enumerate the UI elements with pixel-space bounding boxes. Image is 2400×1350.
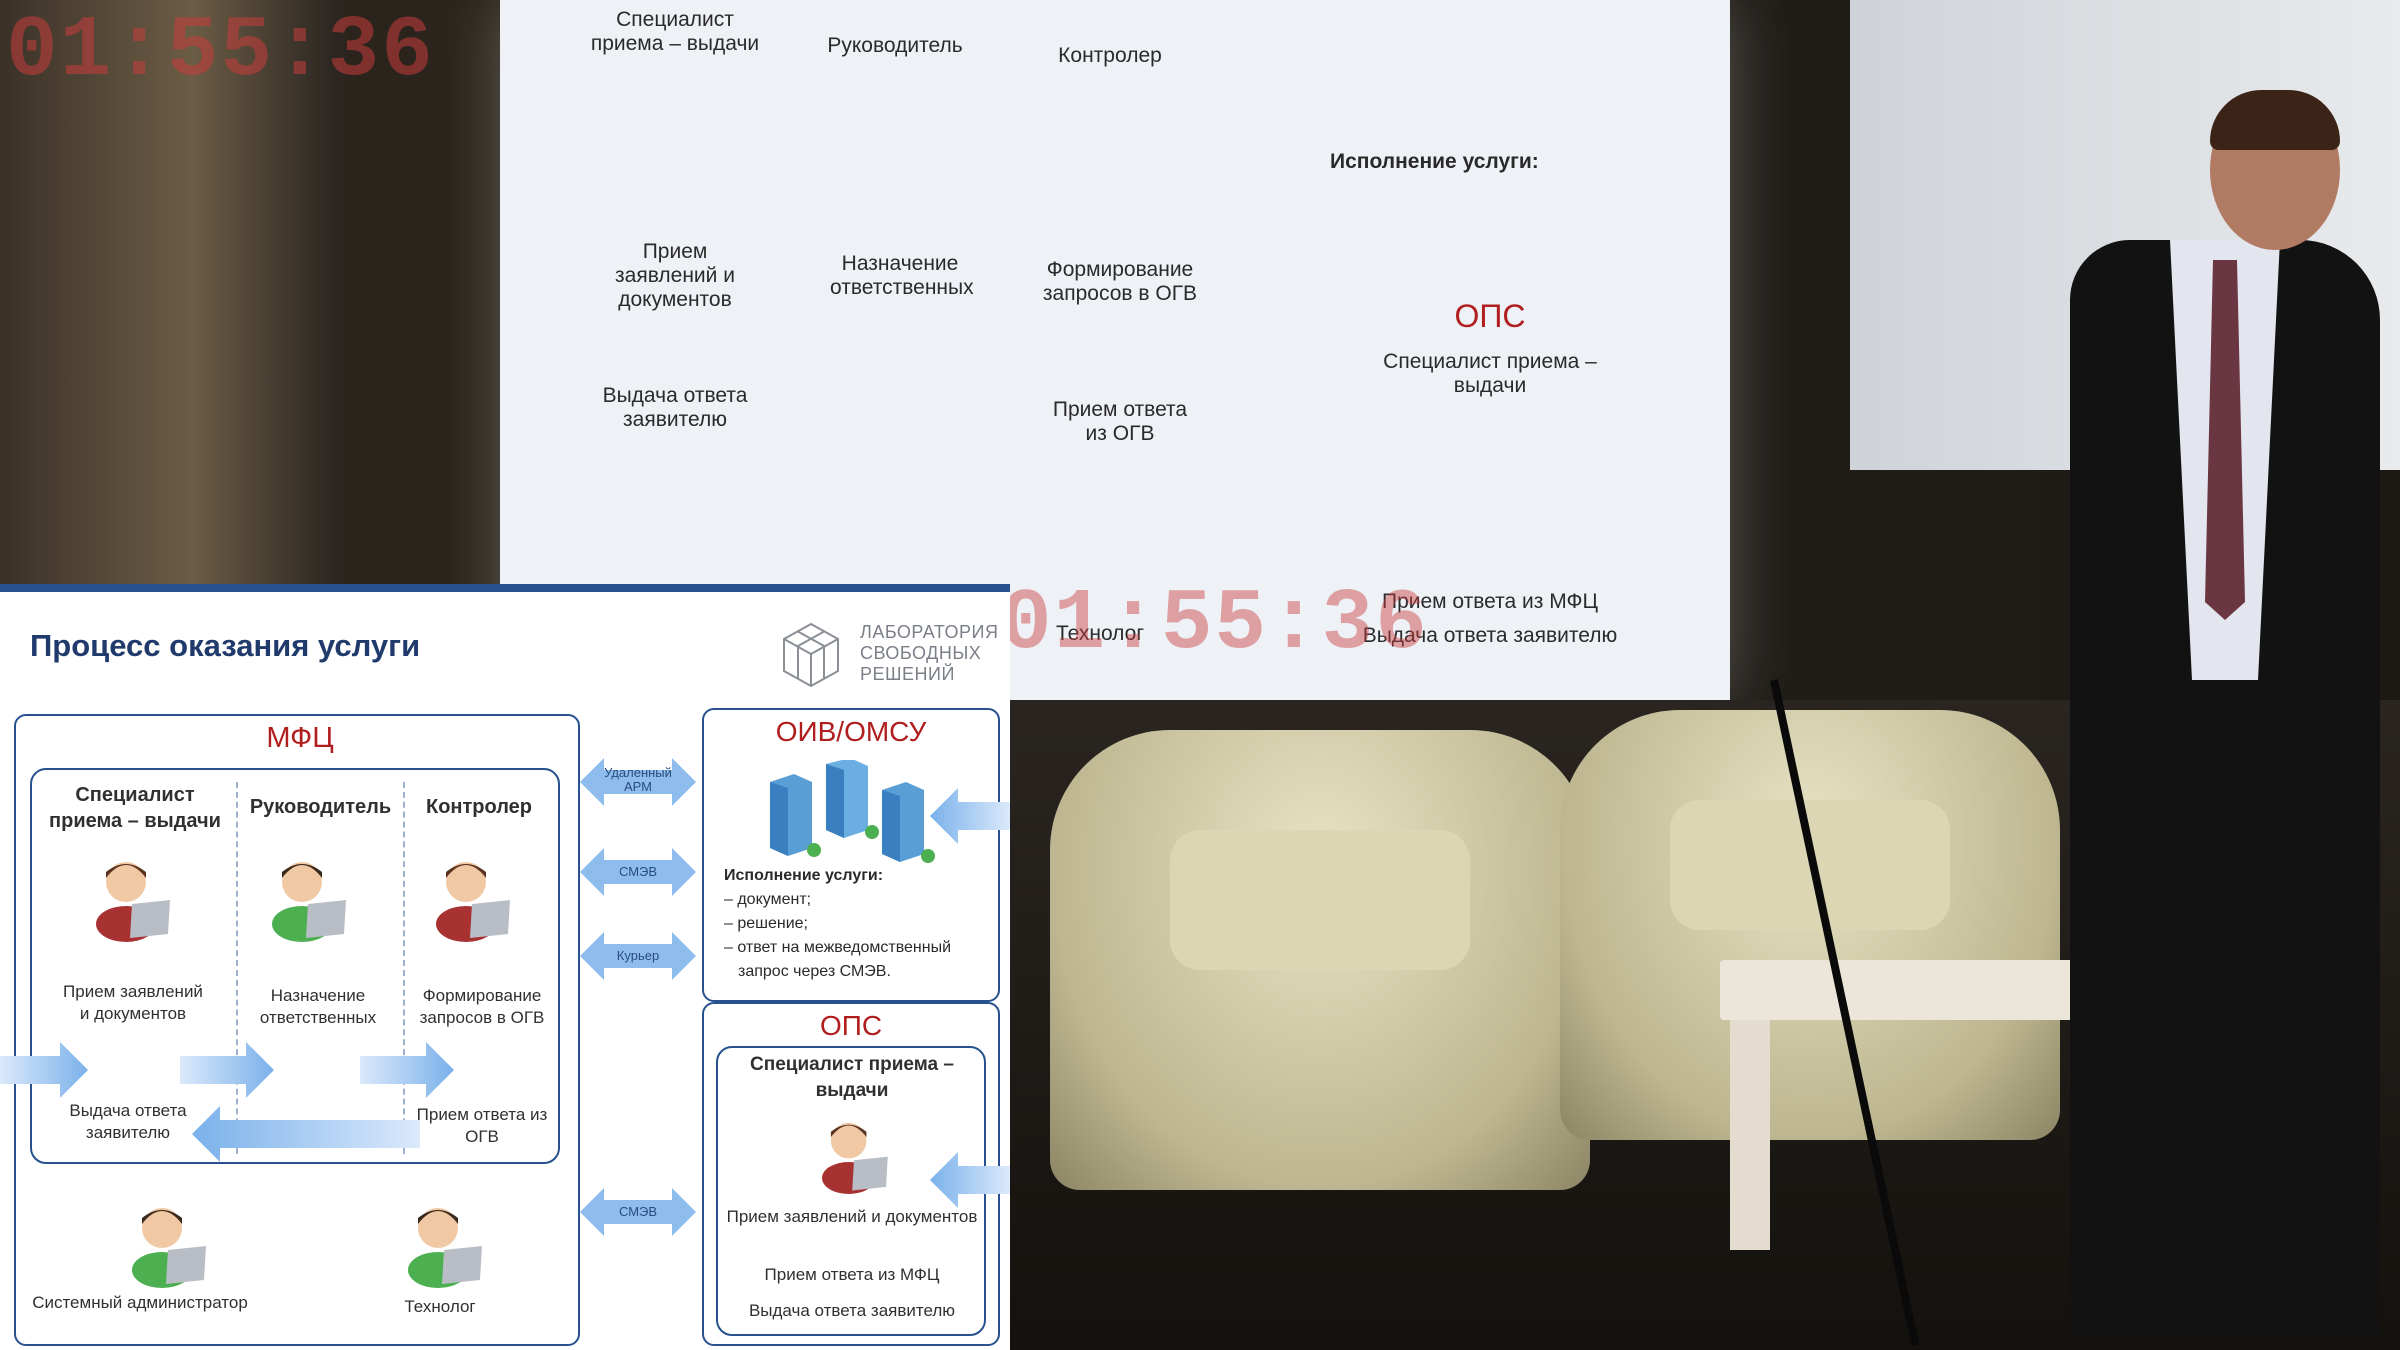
proj-caption-1: Прием заявлений и документов bbox=[615, 240, 735, 311]
proj-technologist: Технолог bbox=[1055, 622, 1144, 645]
double-arrow-icon bbox=[580, 848, 696, 896]
link-courier: Курьер bbox=[616, 948, 660, 963]
proj-ops-role: Специалист приема – выдачи bbox=[1383, 350, 1597, 397]
arrow-left-icon bbox=[192, 1106, 420, 1162]
caption-sysadmin: Системный администратор bbox=[32, 1293, 248, 1312]
person-red-laptop-icon bbox=[96, 862, 170, 942]
proj-role-1: Специалист приема – выдачи bbox=[590, 8, 760, 55]
mfc-title: МФЦ bbox=[266, 722, 334, 754]
arrow-right-icon bbox=[0, 1042, 88, 1098]
caption-issue: Выдача ответа заявителю bbox=[69, 1101, 187, 1142]
oiv-item: запрос через СМЭВ. bbox=[738, 963, 891, 980]
armchair-right bbox=[1560, 710, 2060, 1140]
caption-reception: Прием заявлений и документов bbox=[63, 982, 203, 1023]
slide-inset: Процесс оказания услуги ЛАБОРАТОРИЯ СВОБ… bbox=[0, 584, 1010, 1350]
column-divider bbox=[403, 782, 405, 1154]
ops-caption-answer: Прием ответа из МФЦ bbox=[764, 1265, 940, 1284]
caption-requests: Формирование запросов в ОГВ bbox=[419, 986, 545, 1027]
link-smev-ops: СМЭВ bbox=[618, 1204, 658, 1219]
link-smev: СМЭВ bbox=[618, 864, 658, 879]
caption-assign: Назначение ответственных bbox=[259, 986, 377, 1027]
role-manager: Руководитель bbox=[249, 796, 392, 818]
lab-logo: ЛАБОРАТОРИЯ СВОБОДНЫХ РЕШЕНИЙ bbox=[780, 620, 998, 690]
oiv-item: – ответ на межведомственный bbox=[724, 939, 952, 956]
ops-caption-issue: Выдача ответа заявителю bbox=[748, 1301, 956, 1320]
proj-caption-4: Выдача ответа заявителю bbox=[602, 384, 748, 431]
projector-screen: Специалист приема – выдачи Руководитель … bbox=[500, 0, 1730, 700]
speaker bbox=[2050, 90, 2380, 1340]
role-specialist: Специалист приема – выдачи bbox=[49, 784, 221, 832]
proj-ops-caption-2: Прием ответа из МФЦ bbox=[1381, 590, 1599, 613]
logo-line-3: РЕШЕНИЙ bbox=[860, 664, 955, 684]
proj-caption-3: Формирование запросов в ОГВ bbox=[1042, 258, 1198, 305]
cube-logo-icon bbox=[783, 622, 839, 688]
proj-ops-caption-3: Выдача ответа заявителю bbox=[1362, 624, 1618, 647]
proj-oiv-heading: Исполнение услуги: bbox=[1330, 150, 1539, 173]
arrow-left-icon bbox=[930, 788, 1010, 844]
oiv-title: ОИВ/ОМСУ bbox=[775, 716, 927, 747]
logo-line-1: ЛАБОРАТОРИЯ bbox=[860, 622, 999, 642]
oiv-item: – решение; bbox=[724, 915, 808, 932]
armchair-left bbox=[1050, 730, 1590, 1190]
double-arrow-icon bbox=[580, 758, 696, 806]
slide-title: Процесс оказания услуги bbox=[30, 628, 421, 663]
proj-caption-5: Прием ответа из ОГВ bbox=[1052, 398, 1188, 445]
servers-building-icon bbox=[770, 760, 935, 863]
mfc-box bbox=[14, 714, 580, 1346]
proj-caption-2: Назначение ответственных bbox=[830, 252, 974, 299]
proj-role-2: Руководитель bbox=[827, 34, 963, 57]
oiv-item: – документ; bbox=[724, 891, 812, 908]
person-green-laptop-icon bbox=[408, 1208, 482, 1288]
proj-ops-title: ОПС bbox=[1454, 298, 1526, 334]
caption-technologist: Технолог bbox=[404, 1297, 476, 1316]
link-remote-arm: Удаленный АРМ bbox=[604, 765, 672, 794]
oiv-heading: Исполнение услуги: bbox=[724, 867, 884, 884]
person-green-laptop-icon bbox=[132, 1208, 206, 1288]
table-leg bbox=[1730, 1020, 1770, 1250]
ops-title: ОПС bbox=[819, 1010, 883, 1041]
double-arrow-icon bbox=[580, 932, 696, 980]
arrow-right-icon bbox=[360, 1042, 454, 1098]
wall-left bbox=[345, 0, 500, 590]
double-arrow-icon bbox=[580, 1188, 696, 1236]
arrow-right-icon bbox=[180, 1042, 274, 1098]
ops-role: Специалист приема – выдачи bbox=[750, 1054, 954, 1101]
logo-line-2: СВОБОДНЫХ bbox=[860, 643, 982, 663]
mfc-inner-box bbox=[30, 768, 560, 1164]
ops-caption-reception: Прием заявлений и документов bbox=[726, 1207, 978, 1226]
person-green-laptop-icon bbox=[272, 862, 346, 942]
person-red-laptop-icon bbox=[436, 862, 510, 942]
role-controller: Контролер bbox=[425, 796, 532, 818]
column-divider bbox=[236, 782, 238, 1154]
caption-answer: Прием ответа из ОГВ bbox=[416, 1105, 548, 1146]
proj-role-3: Контролер bbox=[1058, 44, 1162, 67]
timecode-overlay: 01:55:36 bbox=[6, 2, 435, 100]
oiv-box bbox=[702, 708, 1000, 1002]
arrow-left-icon bbox=[930, 1152, 1010, 1208]
person-red-laptop-icon bbox=[822, 1122, 888, 1194]
timecode-overlay-secondary: 01:55:36 bbox=[1000, 575, 1429, 673]
